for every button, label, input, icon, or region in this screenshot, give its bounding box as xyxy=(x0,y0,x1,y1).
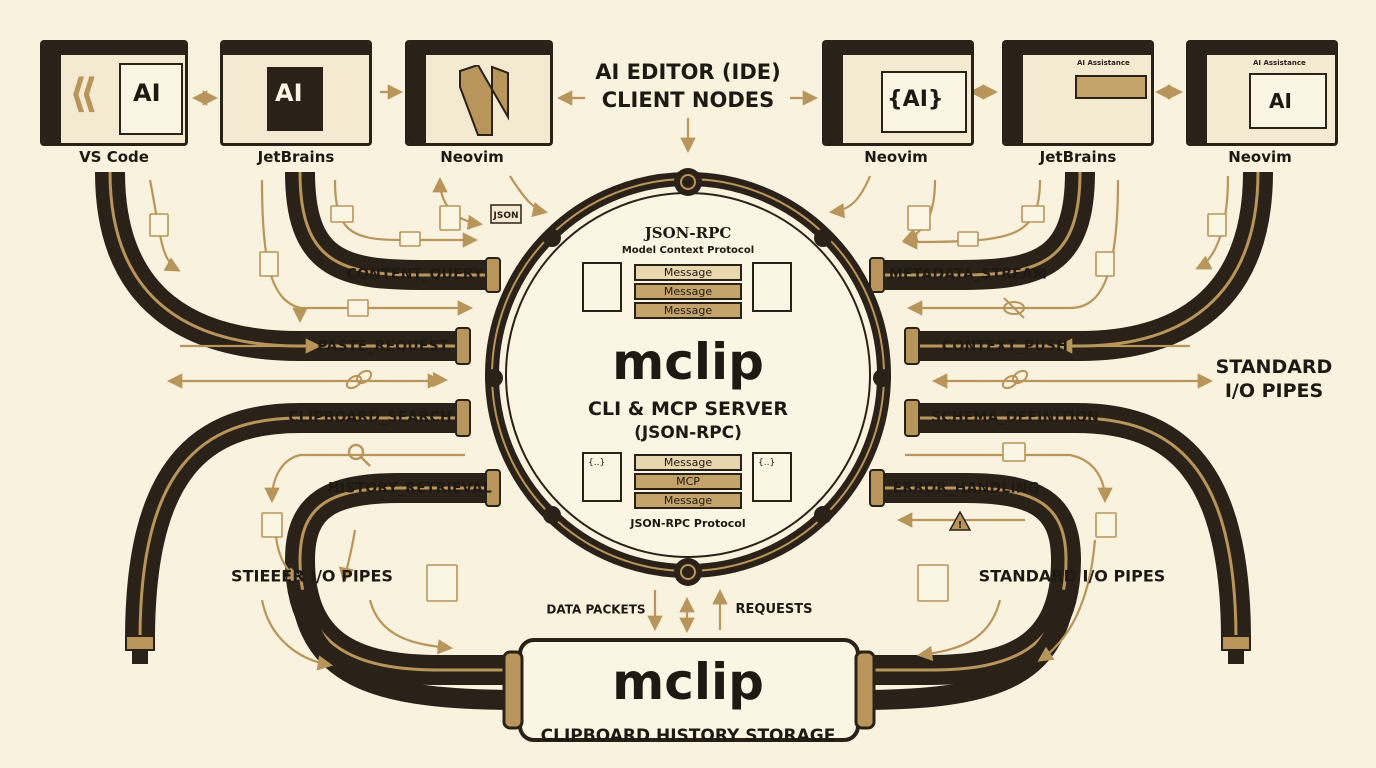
warning-icon: ! xyxy=(948,510,972,531)
pipe-label-paste-request: PASTE_REQUEST xyxy=(317,338,449,355)
pipe-right-storage xyxy=(857,559,1081,710)
pipe-left-content-query xyxy=(285,171,500,290)
server-top-title: JSON-RPC xyxy=(644,224,732,243)
document-icon: {..} xyxy=(752,452,792,502)
message-block: Message xyxy=(634,283,742,300)
client-window-neovim[interactable] xyxy=(405,40,553,146)
storage-name: mclip xyxy=(612,652,764,711)
pipe-label-context-push: CONTEXT_PUSH xyxy=(941,338,1069,355)
client-label-neovim: Neovim xyxy=(440,148,504,167)
client-label-jetbrains: JetBrains xyxy=(257,148,335,167)
storage-cylinder xyxy=(502,638,876,742)
header-line-1: AI EDITOR (IDE) xyxy=(595,59,781,84)
plug-right xyxy=(1221,635,1251,664)
server-role-line-2: (JSON-RPC) xyxy=(634,423,742,444)
pipe-left-storage xyxy=(285,559,521,710)
client-window-neovim-right-2[interactable]: AI Assistance AI xyxy=(1186,40,1338,146)
pipe-right-error-handling xyxy=(870,473,1081,561)
search-icon xyxy=(347,443,371,467)
pipe-label-metadata-stream: METADATA_STREAM xyxy=(888,266,1048,283)
client-label-neovim-right: Neovim xyxy=(864,148,928,167)
message-block: Message xyxy=(634,302,742,319)
client-label-vscode: VS Code xyxy=(79,148,149,167)
server-role-line-1: CLI & MCP SERVER xyxy=(588,398,788,421)
hide-icon xyxy=(1003,297,1025,319)
svg-text:JSON: JSON xyxy=(492,211,518,221)
pipe-label-schema-definition: SCHEMA_DEFINITION xyxy=(930,409,1100,426)
link-icons xyxy=(345,369,1029,390)
flow-label-requests: REQUESTS xyxy=(735,602,813,618)
server-top-subtitle: Model Context Protocol xyxy=(621,244,755,256)
pipe-label-content-query: CONTENT_QUERY xyxy=(346,266,484,283)
message-block: Message xyxy=(634,264,742,281)
ai-screen-text: AI xyxy=(133,79,161,107)
document-icon xyxy=(752,262,792,312)
side-label-left-bottom: STIEEER I/O PIPES xyxy=(231,566,393,586)
pipe-left-paste-request xyxy=(95,171,470,361)
pipe-left-history-retrieval xyxy=(285,473,500,561)
svg-text:!: ! xyxy=(958,520,963,531)
vscode-logo-icon: ⟪ xyxy=(69,71,98,117)
pipe-left-clipboard-search xyxy=(125,403,470,641)
ai-panel: AI xyxy=(1249,73,1327,129)
ai-panel: {AI} xyxy=(881,71,967,133)
client-window-jetbrains-right[interactable]: AI Assistance xyxy=(1002,40,1154,146)
client-window-neovim-right[interactable]: {AI} xyxy=(822,40,974,146)
server-bottom-caption: JSON-RPC Protocol xyxy=(630,517,746,531)
ai-panel: AI xyxy=(119,63,183,135)
storage-caption: CLIPBOARD HISTORY STORAGE xyxy=(540,726,836,747)
message-block: MCP xyxy=(634,473,742,490)
side-label-right-top-1: STANDARD xyxy=(1215,356,1333,379)
pipe-label-error-handling: ERROR_HANDLING xyxy=(892,480,1040,497)
pipe-couplings xyxy=(455,257,920,507)
client-label-jetbrains-right: JetBrains xyxy=(1039,148,1117,167)
message-block: Message xyxy=(634,492,742,509)
header-line-2: CLIENT NODES xyxy=(601,87,775,112)
pipe-label-history-retrieval: HISTORY_RETRIEVAL xyxy=(327,480,493,497)
neovim-logo-icon xyxy=(459,65,509,136)
client-window-jetbrains[interactable]: AI xyxy=(220,40,372,146)
document-icon xyxy=(582,262,622,312)
client-window-vscode[interactable]: ⟪ AI xyxy=(40,40,188,146)
message-block: Message xyxy=(634,454,742,471)
side-label-right-bottom: STANDARD I/O PIPES xyxy=(978,566,1166,586)
client-label-neovim-right-2: Neovim xyxy=(1228,148,1292,167)
pipe-right-schema-definition xyxy=(905,403,1251,641)
plug-left xyxy=(125,635,155,664)
side-label-right-top-2: I/O PIPES xyxy=(1224,380,1324,403)
small-document-icons xyxy=(149,205,1227,602)
pipe-label-clipboard-search: CLIPBOARD_SEARCH xyxy=(288,409,452,426)
document-icon: {..} xyxy=(582,452,622,502)
json-badge: JSON xyxy=(490,204,522,224)
pipe-right-metadata-stream xyxy=(870,171,1095,290)
server-name: mclip xyxy=(612,332,764,391)
flow-label-data-packets: DATA PACKETS xyxy=(546,602,646,617)
ai-panel xyxy=(1075,75,1147,99)
jetbrains-logo-icon: AI xyxy=(267,67,323,131)
